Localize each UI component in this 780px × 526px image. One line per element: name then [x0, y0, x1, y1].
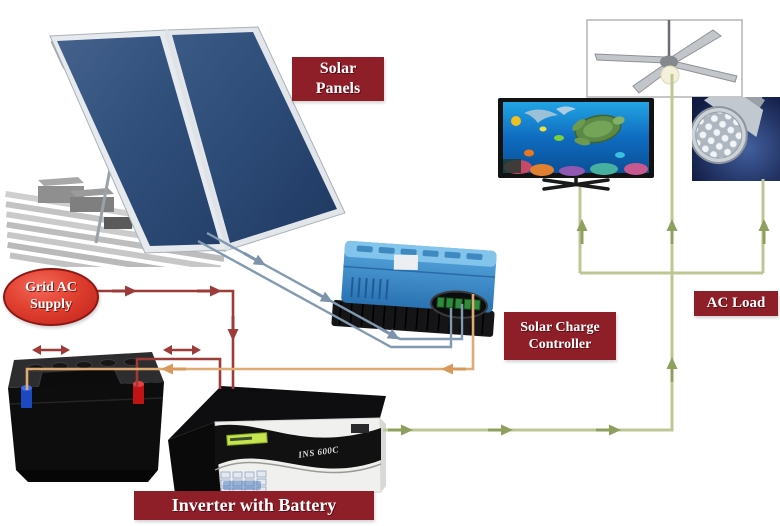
- ac-load-label-text: AC Load: [706, 295, 766, 312]
- inverter-left-side: [168, 422, 222, 502]
- battery: [2, 328, 172, 498]
- fan-light: [660, 65, 680, 85]
- grid-ac-supply-line2: Supply: [29, 297, 73, 312]
- scc-label-line2: Controller: [528, 337, 592, 352]
- solar-charge-controller: [330, 226, 515, 348]
- solar-panel-array: [0, 5, 360, 285]
- solar-panels-label-line2: Panels: [315, 80, 361, 97]
- led-bulb-graphic: [692, 97, 780, 181]
- ceiling-fan: [585, 15, 745, 100]
- ac-load-label: AC Load: [694, 291, 778, 316]
- battery-bottom: [16, 470, 158, 482]
- inverter-label-text: Inverter with Battery: [171, 494, 337, 515]
- battery-terminal-negative: [21, 385, 32, 408]
- controller-sticker: [393, 254, 419, 271]
- solar-panels-label-line1: Solar: [319, 60, 357, 78]
- charge-controller-graphic: [331, 240, 497, 337]
- ceiling-fan-graphic: [586, 19, 743, 98]
- inverter-indicator: [351, 424, 369, 433]
- battery-terminal-positive: [133, 381, 144, 404]
- grid-ac-supply-label: Grid AC Supply: [3, 268, 99, 326]
- battery-dc-arrows: [159, 362, 468, 376]
- grid-ac-supply-line1: Grid AC: [25, 280, 77, 296]
- inverter-lcd: [226, 432, 268, 446]
- led-bulb: [692, 97, 780, 181]
- inverter-brand-mark: [223, 481, 261, 490]
- inverter-with-battery-label: Inverter with Battery: [134, 491, 374, 520]
- tv-stand: [542, 176, 610, 191]
- television-graphic: [498, 98, 654, 191]
- solar-charge-controller-label: Solar Charge Controller: [504, 312, 616, 360]
- television: [496, 95, 658, 193]
- battery-graphic: [8, 352, 164, 482]
- battery-front: [8, 382, 164, 470]
- inverter-top: [168, 386, 386, 440]
- panel-frame-divider: [164, 29, 230, 251]
- inverter-wave-line: [214, 461, 382, 474]
- solar-panels-label: Solar Panels: [292, 57, 384, 101]
- scc-label-line1: Solar Charge: [520, 319, 600, 335]
- solar-panel-array-graphic: [5, 26, 346, 285]
- inverter-right-edge: [380, 418, 386, 492]
- tv-screen-underwater-scene: [503, 102, 649, 176]
- fan-hub: [660, 55, 678, 69]
